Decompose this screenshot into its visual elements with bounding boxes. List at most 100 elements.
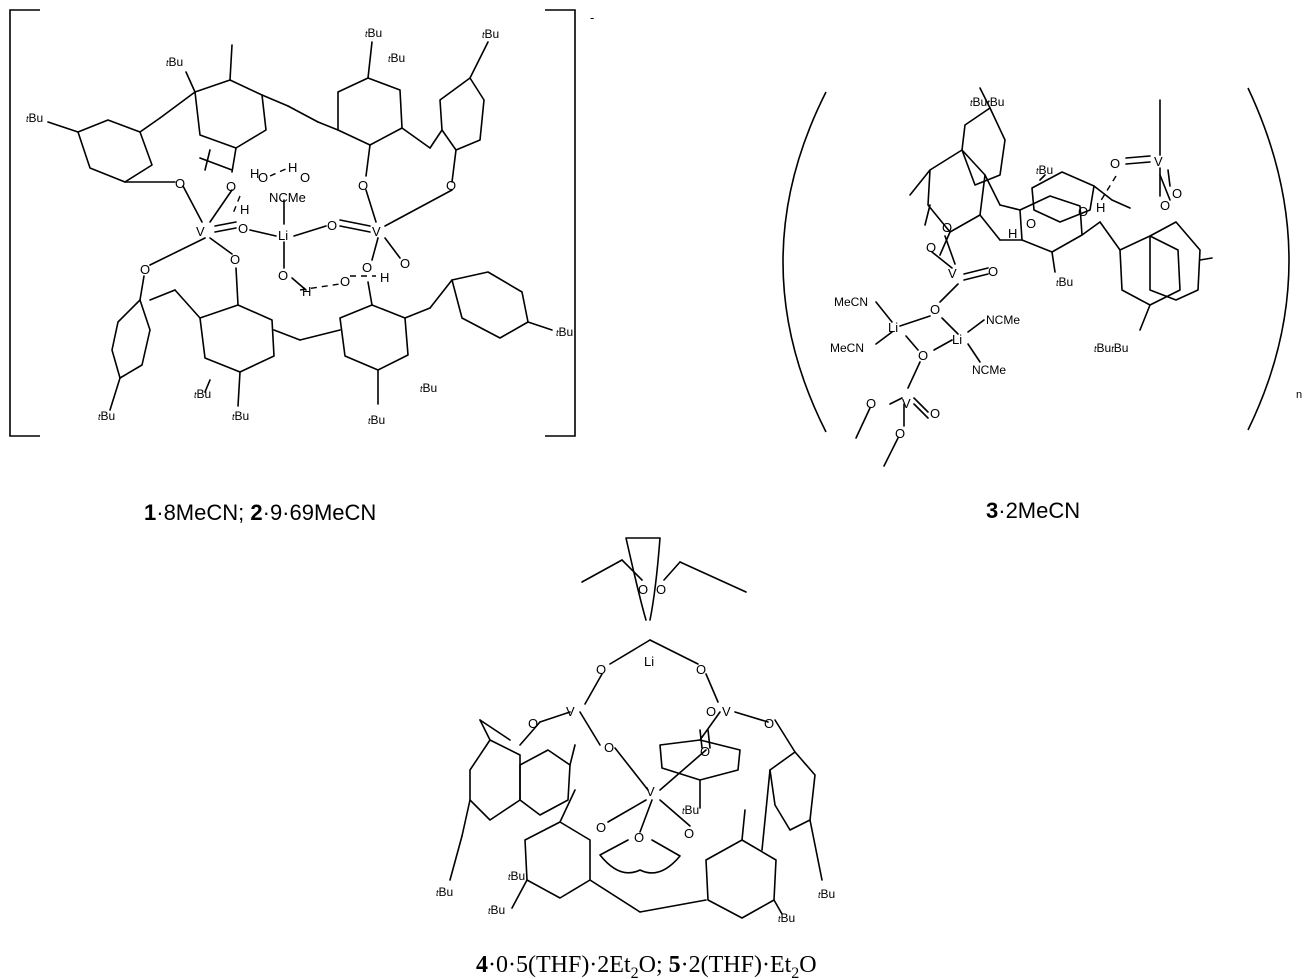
neutral-core-bonds — [539, 711, 769, 833]
polymer-subscript: n — [1296, 389, 1302, 401]
tbu-label: tBu — [778, 911, 795, 925]
oxo-c: O — [1110, 156, 1120, 171]
lithium-center: Li — [278, 228, 288, 243]
left-bracket — [9, 9, 40, 437]
oxygen-right-aryl: O — [764, 716, 774, 731]
oxygen-7: O — [140, 262, 150, 277]
anion-tbu-labels: tBu tBu tBu tBu tBu tBu tBu tBu tBu tBu … — [26, 26, 573, 427]
oxygen-li-right: O — [696, 662, 706, 677]
vanadium-left: V — [566, 704, 575, 719]
oxygen-e: O — [1172, 186, 1182, 201]
neutral-atom-labels: Li V V V O O O O O O O O O O O O — [528, 582, 774, 845]
mecn-label-2: MeCN — [830, 341, 864, 355]
tbu-label: tButBu — [970, 95, 1004, 109]
oxygen-ether: O — [656, 582, 666, 597]
oxygen-12: O — [400, 256, 410, 271]
caption-structure-3: 3·2MeCN — [986, 498, 1080, 523]
ncme-label-1: NCMe — [986, 313, 1020, 327]
oxygen-10: O — [340, 274, 350, 289]
upper-calixarene — [47, 41, 489, 183]
oxygen-thf-v: O — [634, 830, 644, 845]
lithium-b: Li — [952, 332, 962, 347]
hydrogen-4: H — [302, 284, 311, 299]
oxo-b: O — [930, 406, 940, 421]
tbu-label: tBu — [365, 26, 382, 40]
anion-charge: - — [590, 10, 594, 25]
tbu-label: tBu — [388, 51, 405, 65]
oxo-right: O — [706, 704, 716, 719]
right-parenthesis — [1247, 87, 1290, 431]
hydrogen-2: H — [250, 166, 259, 181]
tbu-label: tBu — [26, 111, 43, 125]
tbu-label: tBu — [508, 869, 525, 883]
tbu-label: tBu — [1056, 275, 1073, 289]
oxygen-bridge-left: O — [604, 740, 614, 755]
oxygen-6: O — [446, 178, 456, 193]
oxygen-8: O — [230, 252, 240, 267]
oxygen-thf-li: O — [638, 582, 648, 597]
neutral-skeleton — [449, 537, 823, 919]
lithium-top: Li — [644, 654, 654, 669]
hydrogen-a: H — [1096, 200, 1105, 215]
tbu-label: tBu — [556, 325, 573, 339]
tbu-label: tBu — [1036, 163, 1053, 177]
oxo-a: O — [988, 264, 998, 279]
right-bracket — [545, 9, 576, 437]
tbu-label: tBu — [436, 885, 453, 899]
hydrogen-b: H — [1008, 226, 1017, 241]
structure-3-polymer: n — [782, 87, 1302, 467]
tbu-label: tBu — [368, 413, 385, 427]
oxygen-bridge-right: O — [700, 744, 710, 759]
oxygen-2: O — [226, 179, 236, 194]
oxygen-11: O — [362, 260, 372, 275]
caption-structure-4-5: 4·0·5(THF)·2Et2O; 5·2(THF)·Et2O — [476, 952, 817, 979]
vanadium-right: V — [372, 224, 381, 239]
ncme-label-2: NCMe — [972, 363, 1006, 377]
oxygen-bridge-a: O — [930, 302, 940, 317]
hydrogen-1: H — [240, 202, 249, 217]
oxygen-a: O — [926, 240, 936, 255]
anion-atom-labels: V V Li NCMe O O O O O O O O O O O O O O … — [140, 160, 456, 299]
structure-4-neutral: Li V V V O O O O O O O O O O O O tBu tBu… — [436, 537, 835, 925]
oxygen-d: O — [895, 426, 905, 441]
tbu-label: tBu — [98, 409, 115, 423]
vanadium-center: V — [646, 784, 655, 799]
oxygen-li-left: O — [596, 662, 606, 677]
left-parenthesis — [782, 91, 827, 433]
oxygen-low-right: O — [684, 826, 694, 841]
oxygen-3: O — [258, 170, 268, 185]
tbu-label: tBu — [482, 27, 499, 41]
tbu-label: tBu — [166, 55, 183, 69]
coordination-core — [149, 167, 453, 291]
hydrogen-5: H — [380, 270, 389, 285]
polymer-core-bonds — [855, 155, 1171, 467]
vanadium-left: V — [196, 224, 205, 239]
tbu-label: tBu — [682, 803, 699, 817]
neutral-tbu-labels: tBu tBu tBu tBu tBu tBu — [436, 803, 835, 925]
mecn-label-1: MeCN — [834, 295, 868, 309]
oxygen-4: O — [300, 170, 310, 185]
tbu-label: tBu — [232, 409, 249, 423]
hydrogen-3: H — [288, 160, 297, 175]
oxygen-5: O — [358, 178, 368, 193]
lithium-a: Li — [888, 320, 898, 335]
polymer-skeleton — [909, 87, 1213, 331]
oxygen-9: O — [278, 268, 288, 283]
oxygen-f: O — [1160, 198, 1170, 213]
vanadium-b: V — [902, 396, 911, 411]
tbu-label: tBu — [420, 381, 437, 395]
ncme-label: NCMe — [269, 190, 306, 205]
tbu-label: tBu — [818, 887, 835, 901]
oxygen-h: O — [1026, 216, 1036, 231]
tbu-label: tBu — [488, 903, 505, 917]
lower-calixarene — [109, 267, 553, 411]
oxygen-c: O — [866, 396, 876, 411]
vanadium-a: V — [948, 266, 957, 281]
oxygen-left-aryl: O — [528, 716, 538, 731]
oxo-left: O — [238, 221, 248, 236]
structure-1-anion: - — [9, 9, 594, 437]
polymer-tbu-labels: tButBu tBu tBu tButBu — [970, 95, 1128, 355]
oxygen-g: O — [1078, 204, 1088, 219]
oxygen-low-left: O — [596, 820, 606, 835]
